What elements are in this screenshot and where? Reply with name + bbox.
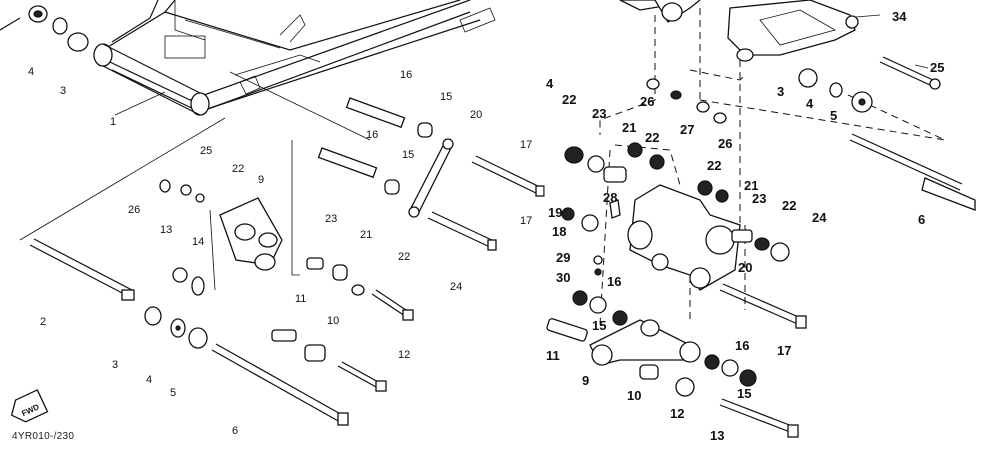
right-callout-8: 4 [546,76,554,91]
right-callout-19: 6 [918,212,925,227]
right-callout-33: 15 [737,386,751,401]
left-callout-23: 12 [398,349,410,361]
right-callout-13: 22 [707,158,721,173]
right-callout-30: 9 [582,373,589,388]
right-callout-18: 24 [812,210,827,225]
right-callout-28: 11 [546,348,560,363]
right-callout-15: 28 [603,190,617,205]
left-callout-19: 24 [450,281,462,293]
left-callout-4: 15 [440,91,452,103]
right-callout-23: 30 [556,270,570,285]
diagram-reference-code: 4YR010-/230 [12,431,75,442]
right-callout-1: 25 [930,60,944,75]
right-callout-0: 34 [892,9,907,24]
right-callout-22: 29 [556,250,570,265]
right-callout-11: 21 [622,120,636,135]
right-callout-29: 16 [735,338,749,353]
right-callout-2: 3 [777,84,784,99]
left-callout-24: 3 [112,359,118,371]
right-callout-25: 16 [607,274,621,289]
right-callout-31: 10 [627,388,641,403]
right-callout-24: 20 [738,260,752,275]
right-callout-34: 13 [710,428,724,443]
right-callout-4: 5 [830,108,837,123]
left-callout-22: 10 [327,315,339,327]
left-callout-14: 13 [160,224,172,236]
left-callout-6: 15 [402,149,414,161]
left-callout-0: 4 [28,66,34,78]
left-callout-17: 21 [360,229,372,241]
left-callout-11: 22 [232,163,244,175]
right-callout-20: 19 [548,205,562,220]
right-callout-10: 23 [592,106,606,121]
fwd-arrow-icon: FWD [10,389,49,423]
swingarm-body [0,0,496,116]
left-callout-25: 4 [146,374,152,386]
left-callout-12: 9 [258,174,264,186]
left-callout-1: 3 [60,85,66,97]
left-callout-13: 26 [128,204,140,216]
right-callout-3: 4 [806,96,814,111]
right-callout-32: 12 [670,406,684,421]
left-callout-5: 16 [366,129,378,141]
right-callout-26: 15 [592,318,606,333]
left-callout-10: 25 [200,145,212,157]
right-callout-6: 27 [680,122,694,137]
left-callout-18: 22 [398,251,410,263]
right-callout-21: 18 [552,224,566,239]
left-callout-15: 14 [192,236,204,248]
right-callout-17: 22 [782,198,796,213]
left-callout-2: 1 [110,116,116,128]
left-diagram: FWD 431161516152017172522926131423212224… [0,0,545,437]
left-callout-8: 17 [520,139,532,151]
right-callout-5: 26 [640,94,654,109]
left-callout-7: 20 [470,109,482,121]
left-callout-20: 2 [40,316,46,328]
right-callout-16: 23 [752,191,766,206]
left-callout-16: 23 [325,213,337,225]
left-callout-27: 6 [232,425,238,437]
left-callout-21: 11 [295,293,306,305]
right-callout-14: 21 [744,178,758,193]
left-callouts: 4311615161520171725229261314232122242111… [28,66,532,437]
right-callout-7: 26 [718,136,732,151]
right-callout-9: 22 [562,92,576,107]
left-callout-26: 5 [170,387,176,399]
right-callout-27: 17 [777,343,791,358]
left-callout-9: 17 [520,215,532,227]
right-callout-12: 22 [645,130,659,145]
left-callout-3: 16 [400,69,412,81]
